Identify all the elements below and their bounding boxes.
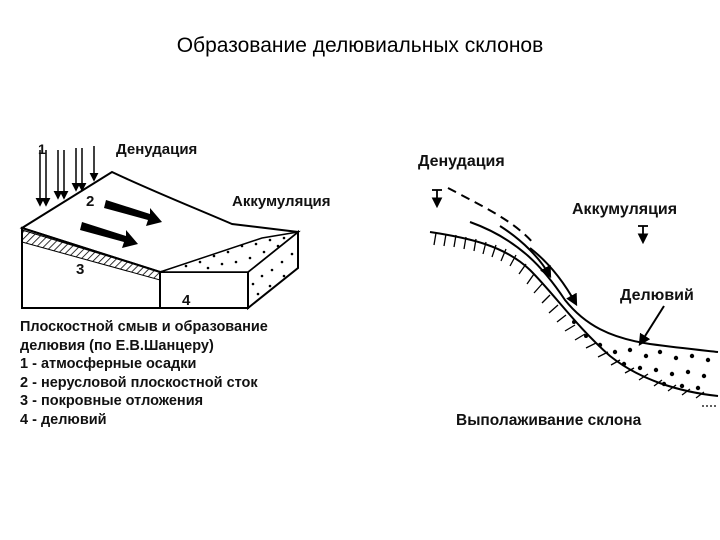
accumulation-marker [637,225,649,245]
precipitation-arrows [35,146,99,207]
flattened-slope-surface [469,221,719,353]
slope-profile: Денудация Аккумуляция Делювий [418,153,719,407]
page-title: Образование делювиальных склонов [176,34,544,57]
cover-deposits-layer [21,229,161,281]
deluvium-dots [184,236,294,296]
marker-4: 4 [182,292,191,309]
bedrock-profile-line [429,231,719,397]
sheet-flow-arrows [80,200,162,248]
right-deluvium-dots [572,320,711,391]
legend: Плоскостной смыв и образование делювия (… [20,318,350,429]
deluvium-pointer [638,305,665,347]
right-accumulation-label: Аккумуляция [572,201,677,218]
right-denudation-label: Денудация [418,153,505,170]
deluvium-label: Делювий [620,287,694,304]
left-denudation-label: Денудация [116,141,197,158]
marker-2: 2 [86,193,94,210]
left-accumulation-label: Аккумуляция [232,193,331,210]
downslope-arrow-2 [529,247,578,307]
marker-1: 1 [38,141,46,157]
legend-line: 1 - атмосферные осадки [20,356,197,372]
bedrock-hatching [433,232,705,399]
legend-line: Плоскостной смыв и образование [20,319,268,335]
legend-line: 3 - покровные отложения [20,393,204,409]
marker-3: 3 [76,261,84,278]
downslope-arrow-1 [499,225,552,279]
legend-line: делювия (по Е.В.Шанцеру) [20,337,214,354]
right-caption: Выполаживание склона [456,412,642,429]
denudation-path-dashed [447,187,536,246]
block-diagram: 1 2 3 4 Денудация Аккумуляция [19,141,331,311]
legend-line: 4 - делювий [20,411,107,428]
denudation-marker [431,189,443,209]
legend-line: 2 - нерусловой плоскостной сток [20,374,258,391]
